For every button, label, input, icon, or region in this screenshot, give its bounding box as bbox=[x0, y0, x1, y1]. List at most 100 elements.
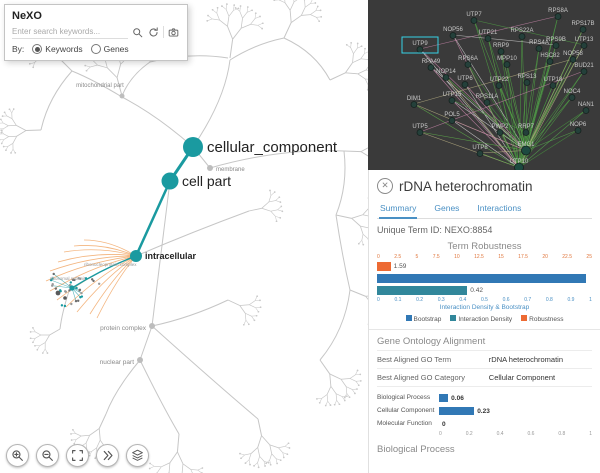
gene-node-label[interactable]: UTP21 bbox=[479, 30, 498, 36]
tree-node[interactable] bbox=[149, 323, 155, 329]
gene-node-label[interactable]: UTP13 bbox=[575, 37, 594, 43]
gene-node[interactable] bbox=[523, 79, 531, 86]
gene-node-label[interactable]: NOC4 bbox=[564, 89, 581, 95]
gene-node[interactable] bbox=[483, 99, 491, 106]
gene-node-label[interactable]: UTP22 bbox=[490, 77, 509, 83]
tree-node[interactable] bbox=[119, 93, 125, 99]
gene-node[interactable] bbox=[503, 61, 511, 68]
gene-node-label[interactable]: HSC82 bbox=[540, 53, 560, 59]
zoom-out-button[interactable] bbox=[36, 444, 59, 467]
gene-node[interactable] bbox=[568, 94, 576, 101]
gene-node-label[interactable]: UTP18 bbox=[544, 77, 563, 83]
search-icon[interactable] bbox=[131, 26, 144, 39]
cluster-node[interactable] bbox=[55, 290, 61, 296]
cluster-node[interactable] bbox=[51, 277, 54, 280]
tree-node[interactable] bbox=[130, 250, 142, 262]
gene-node[interactable] bbox=[552, 42, 560, 49]
gene-node[interactable] bbox=[448, 117, 456, 124]
search-input[interactable] bbox=[12, 25, 128, 39]
gene-node-label[interactable]: RPS11A bbox=[476, 94, 499, 100]
cluster-node[interactable] bbox=[51, 283, 54, 286]
gene-node[interactable] bbox=[461, 81, 469, 88]
gene-node-label[interactable]: RPS22A bbox=[510, 28, 533, 34]
gene-node-label[interactable]: RPA49 bbox=[422, 59, 441, 65]
gene-node-label[interactable]: RPS8A bbox=[548, 8, 568, 14]
camera-icon[interactable] bbox=[167, 26, 180, 39]
cluster-node[interactable] bbox=[75, 287, 78, 290]
gene-node[interactable] bbox=[416, 46, 424, 53]
gene-node[interactable] bbox=[495, 82, 503, 89]
gene-node[interactable] bbox=[546, 58, 554, 65]
gene-node[interactable] bbox=[497, 48, 505, 55]
cluster-node[interactable] bbox=[73, 278, 76, 282]
cluster-node[interactable] bbox=[54, 287, 58, 290]
gene-node[interactable] bbox=[449, 32, 457, 39]
gene-node[interactable] bbox=[442, 74, 450, 81]
cluster-node[interactable] bbox=[90, 278, 94, 281]
gene-node[interactable] bbox=[448, 97, 456, 104]
gene-node-label[interactable]: RPS6A bbox=[458, 56, 478, 62]
gene-node-label[interactable]: UTP10 bbox=[510, 159, 529, 165]
cluster-node[interactable] bbox=[68, 289, 71, 292]
gene-node-label[interactable]: NOP14 bbox=[436, 69, 456, 75]
gene-node[interactable] bbox=[514, 162, 524, 170]
cluster-node[interactable] bbox=[59, 289, 62, 292]
gene-node-label[interactable]: EMG1 bbox=[517, 142, 535, 148]
gene-node-label[interactable]: UTP9 bbox=[412, 41, 428, 47]
gene-node[interactable] bbox=[582, 107, 590, 114]
gene-node[interactable] bbox=[549, 82, 557, 89]
radio-genes-label[interactable]: Genes bbox=[103, 44, 129, 54]
gene-node-label[interactable]: RPS4A bbox=[529, 40, 549, 46]
gene-node-label[interactable]: UTP6 bbox=[457, 76, 473, 82]
tree-node[interactable] bbox=[161, 172, 179, 190]
cluster-node[interactable] bbox=[63, 304, 67, 308]
gene-node[interactable] bbox=[579, 26, 587, 33]
cluster-node[interactable] bbox=[49, 278, 53, 282]
gene-node-label[interactable]: RPS13 bbox=[517, 74, 537, 80]
gene-node[interactable] bbox=[518, 33, 526, 40]
gene-node[interactable] bbox=[410, 101, 418, 108]
gene-node-label[interactable]: RPS9B bbox=[546, 37, 566, 43]
gene-node[interactable] bbox=[521, 145, 531, 156]
close-icon[interactable] bbox=[377, 178, 393, 194]
gene-node[interactable] bbox=[470, 17, 478, 24]
gene-node[interactable] bbox=[484, 35, 492, 42]
gene-node-label[interactable]: RPS17B bbox=[571, 21, 594, 27]
gene-node[interactable] bbox=[476, 150, 484, 157]
gene-node-label[interactable]: RRP9 bbox=[493, 43, 510, 49]
gene-node[interactable] bbox=[496, 129, 504, 136]
reset-icon[interactable] bbox=[147, 26, 160, 39]
cluster-node[interactable] bbox=[74, 299, 78, 303]
gene-node[interactable] bbox=[522, 129, 530, 136]
gene-node-label[interactable]: UTP7 bbox=[466, 12, 482, 18]
cluster-node[interactable] bbox=[78, 289, 81, 292]
expand-all-button[interactable] bbox=[96, 444, 119, 467]
gene-node[interactable] bbox=[580, 42, 588, 49]
gene-node-label[interactable]: NAN1 bbox=[578, 102, 595, 108]
cluster-node[interactable] bbox=[60, 304, 64, 307]
cluster-node[interactable] bbox=[92, 279, 95, 283]
radio-genes[interactable] bbox=[90, 44, 101, 54]
radio-keywords-label[interactable]: Keywords bbox=[45, 44, 83, 54]
tab-summary[interactable]: Summary bbox=[379, 201, 418, 219]
gene-node[interactable] bbox=[574, 127, 582, 134]
tree-node[interactable] bbox=[207, 165, 213, 171]
gene-node[interactable] bbox=[416, 129, 424, 136]
cluster-node[interactable] bbox=[79, 277, 82, 280]
gene-node-label[interactable]: PWP2 bbox=[491, 124, 509, 130]
cluster-node[interactable] bbox=[84, 277, 88, 280]
cluster-node[interactable] bbox=[63, 296, 67, 300]
gene-node-label[interactable]: DIM1 bbox=[407, 96, 422, 102]
layers-button[interactable] bbox=[126, 444, 149, 467]
gene-node-label[interactable]: NOP58 bbox=[563, 51, 583, 57]
cluster-hub-node[interactable] bbox=[69, 285, 75, 291]
gene-node[interactable] bbox=[554, 13, 562, 20]
fit-to-screen-button[interactable] bbox=[66, 444, 89, 467]
gene-node[interactable] bbox=[569, 56, 577, 63]
cluster-node[interactable] bbox=[80, 291, 83, 295]
gene-node-label[interactable]: NOP56 bbox=[443, 27, 463, 33]
tab-genes[interactable]: Genes bbox=[434, 203, 460, 213]
tree-node[interactable] bbox=[183, 137, 203, 157]
